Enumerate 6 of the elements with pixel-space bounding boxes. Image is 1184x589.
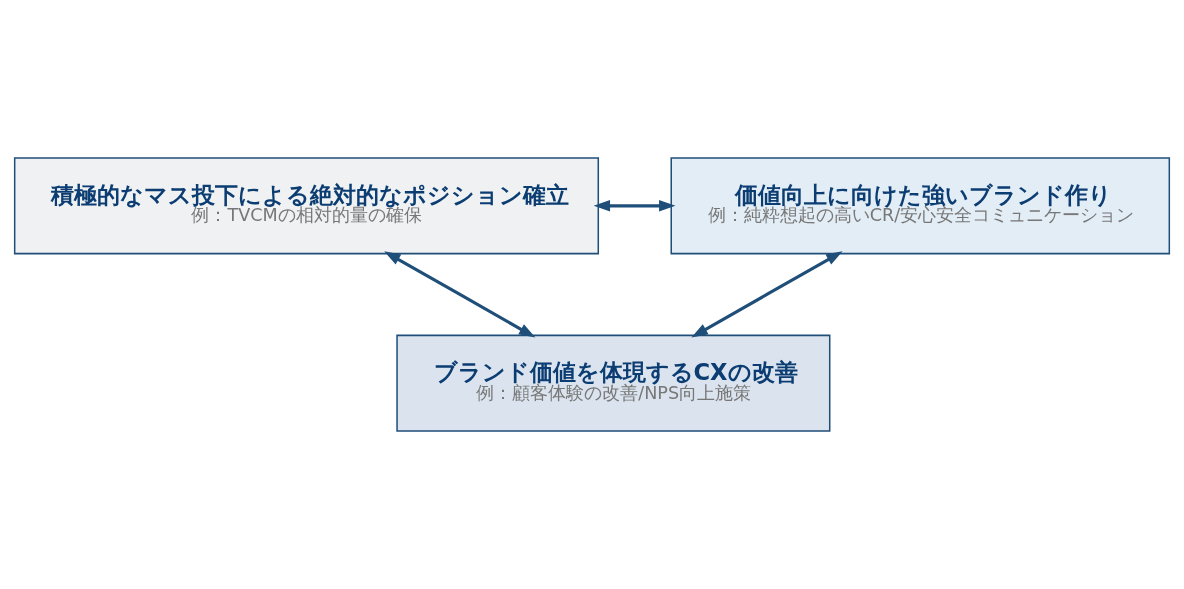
- node-box: 価値向上に向けた強いブランド作り 例：純粋想起の高いCR/安心安全コミュニケーション: [670, 157, 1171, 255]
- arrow: [384, 251, 536, 338]
- node-box: 積極的なマス投下による絶対的なポジション確立 例：TVCMの相対的量の確保: [13, 157, 600, 255]
- arrow: [593, 200, 676, 212]
- node-box: ブランド価値を体現するCXの改善 例：顧客体験の改善/NPS向上施策: [396, 334, 831, 432]
- arrow: [691, 251, 843, 338]
